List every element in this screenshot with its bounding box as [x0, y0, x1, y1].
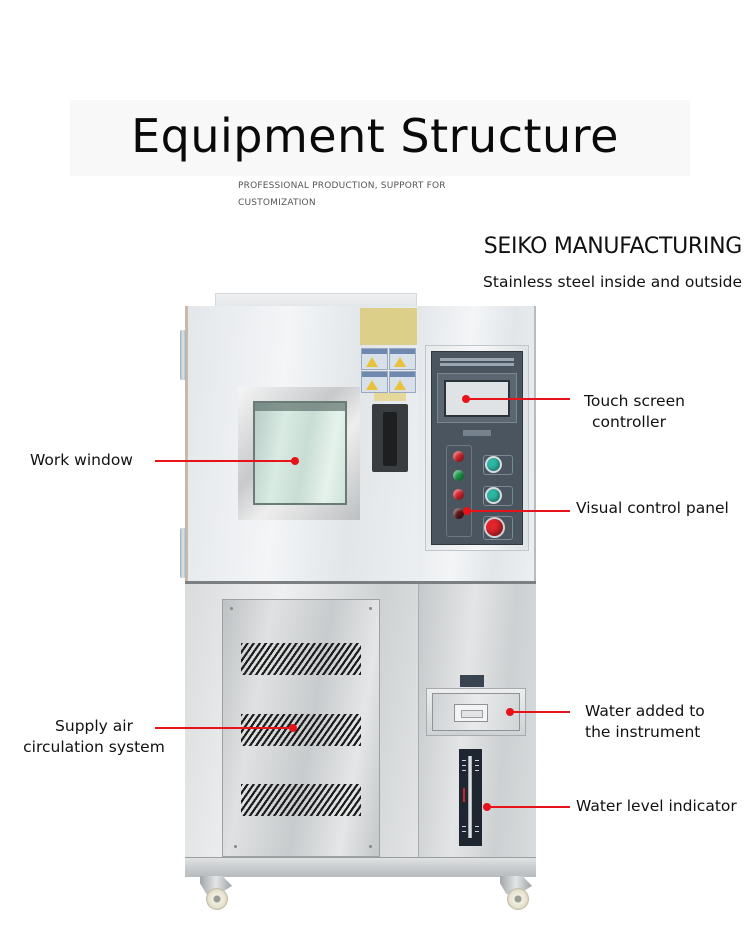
gauge-red-mark: [463, 788, 465, 802]
caster-wheel-left: [206, 888, 228, 910]
callout-supply-air-line-1: Supply air: [55, 717, 133, 735]
subtitle-line-2: CUSTOMIZATION: [238, 198, 316, 208]
handle-label: [374, 393, 406, 401]
door-hinge-bottom: [180, 528, 186, 578]
brand-name: SEIKO MANUFACTURING: [483, 234, 743, 259]
screw: [234, 845, 237, 848]
subtitle-line-1: PROFESSIONAL PRODUCTION, SUPPORT FOR: [238, 181, 446, 191]
callout-work-window: Work window: [30, 451, 133, 469]
gauge-tick: [462, 765, 466, 766]
callout-supply-air-line-2: circulation system: [23, 738, 165, 756]
air-vent: [241, 784, 361, 816]
gauge-tick: [462, 770, 466, 771]
callout-dot: [483, 803, 491, 811]
gauge-tick: [475, 831, 479, 832]
door-handle-grip: [383, 412, 397, 466]
button-frame: [483, 455, 513, 475]
air-vent: [241, 714, 361, 746]
water-drawer-tag: [460, 675, 484, 687]
callout-water-added-line-1: Water added to: [585, 702, 705, 720]
work-window-glass: [253, 401, 347, 505]
leader-line: [487, 806, 570, 808]
leader-line: [155, 727, 294, 729]
indicator-lamp-red: [453, 489, 464, 500]
header-backdrop: [70, 100, 690, 176]
gauge-tick: [462, 826, 466, 827]
callout-supply-air: Supply air circulation system: [18, 716, 170, 758]
leader-line: [468, 510, 570, 512]
callout-dot: [289, 724, 297, 732]
warning-label: [389, 371, 416, 393]
work-window-shade: [255, 403, 345, 411]
callout-dot: [463, 507, 471, 515]
emergency-stop-button: [486, 519, 503, 536]
gauge-tick: [475, 760, 479, 761]
callout-touch-screen-line-1: Touch screen: [584, 392, 685, 410]
gauge-tick: [475, 765, 479, 766]
cabinet-divider: [185, 581, 536, 585]
callout-water-added-line-2: the instrument: [585, 723, 701, 741]
page-subtitle: PROFESSIONAL PRODUCTION, SUPPORT FOR CUS…: [238, 178, 468, 212]
callout-visual-control-panel: Visual control panel: [576, 499, 729, 517]
gauge-tick: [475, 826, 479, 827]
gauge-tick: [475, 770, 479, 771]
callout-water-level: Water level indicator: [576, 797, 737, 815]
indicator-lamp-dark: [453, 508, 464, 519]
callout-water-added: Water added to the instrument: [585, 701, 705, 743]
indicator-lamp-red: [453, 451, 464, 462]
callout-dot: [291, 457, 299, 465]
leader-line: [466, 398, 570, 400]
callout-touch-screen-line-2: controller: [592, 413, 666, 431]
warning-label: [361, 348, 388, 370]
button-frame: [483, 516, 513, 540]
gauge-tick: [462, 760, 466, 761]
warning-label-large: [360, 308, 417, 345]
leader-line: [510, 711, 570, 713]
indicator-strip: [446, 445, 472, 537]
water-level-tube: [468, 756, 472, 838]
caster-bracket-left: [200, 876, 232, 894]
warning-label: [361, 371, 388, 393]
gauge-tick: [462, 831, 466, 832]
callout-dot: [462, 395, 470, 403]
screw: [230, 607, 233, 610]
indicator-lamp-green: [453, 470, 464, 481]
page-title: Equipment Structure: [131, 109, 619, 163]
callout-touch-screen: Touch screen controller: [584, 391, 685, 433]
chamber-base: [185, 857, 536, 877]
air-vent: [241, 643, 361, 675]
controller-label: [463, 430, 491, 436]
button-frame: [483, 486, 513, 506]
run-button: [487, 489, 500, 502]
door-hinge-top: [180, 330, 186, 380]
brand-tagline: Stainless steel inside and outside: [483, 273, 742, 291]
control-panel-title: [436, 356, 518, 368]
screw: [369, 845, 372, 848]
callout-dot: [506, 708, 514, 716]
water-drawer-handle: [454, 704, 488, 722]
power-button: [487, 458, 500, 471]
screw: [369, 607, 372, 610]
leader-line: [155, 460, 296, 462]
warning-label: [389, 348, 416, 370]
caster-wheel-right: [507, 888, 529, 910]
